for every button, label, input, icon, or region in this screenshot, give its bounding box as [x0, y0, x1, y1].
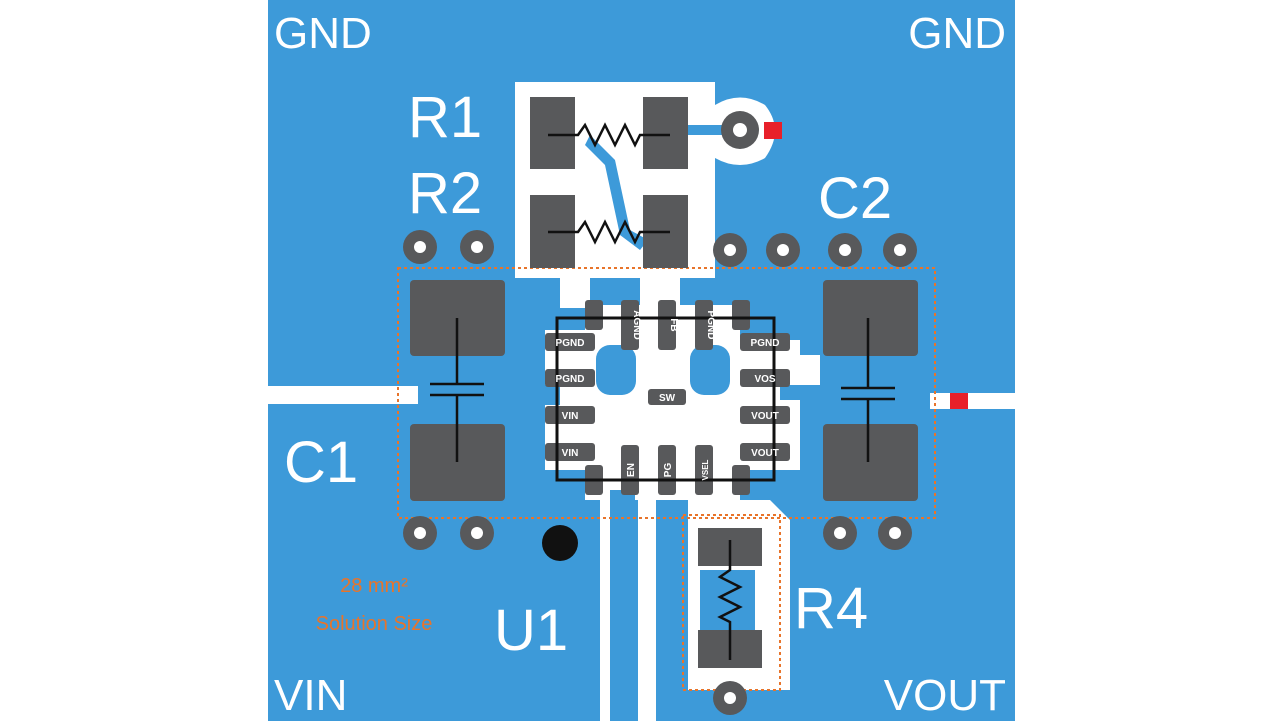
pin-label: PGND	[556, 338, 585, 349]
pin-label: PGND	[751, 338, 780, 349]
pin-label-sw: SW	[659, 393, 676, 404]
resistor-symbols	[548, 122, 743, 660]
label-gnd-right: GND	[908, 9, 1006, 58]
label-vout: VOUT	[884, 671, 1006, 720]
pin-label: VOUT	[751, 411, 779, 422]
pin-label: PG	[663, 463, 674, 478]
pin-label: VSEL	[701, 459, 710, 480]
pin-label: PGND	[705, 311, 716, 340]
ic-pads	[545, 300, 790, 495]
pin-label: FB	[668, 318, 679, 331]
label-r1: R1	[408, 85, 482, 150]
feedback-marker	[764, 122, 782, 139]
pin-label: AGND	[631, 310, 642, 339]
pin-label: EN	[626, 463, 637, 477]
ic-pin-labels: PGND PGND VIN VIN PGND VOS VOUT VOUT AGN…	[556, 310, 780, 480]
solution-outline	[397, 267, 936, 519]
note-area: 28 mm²	[340, 575, 408, 597]
ic-outline	[555, 316, 776, 482]
note-solution-size: Solution Size	[316, 613, 433, 635]
label-vin: VIN	[274, 671, 347, 720]
pin-label: VOUT	[751, 448, 779, 459]
pin-label: VOS	[754, 374, 775, 385]
vias	[403, 111, 917, 715]
pin-label: PGND	[556, 374, 585, 385]
capacitor-symbols	[430, 318, 895, 462]
pin1-dot	[542, 525, 578, 561]
label-r4: R4	[794, 576, 868, 641]
output-marker	[950, 393, 968, 409]
label-gnd-left: GND	[274, 9, 372, 58]
label-c1: C1	[284, 430, 358, 495]
label-c2: C2	[818, 166, 892, 231]
pin-label: VIN	[562, 448, 579, 459]
label-u1: U1	[494, 598, 568, 663]
pin-label: VIN	[562, 411, 579, 422]
label-r2: R2	[408, 161, 482, 226]
